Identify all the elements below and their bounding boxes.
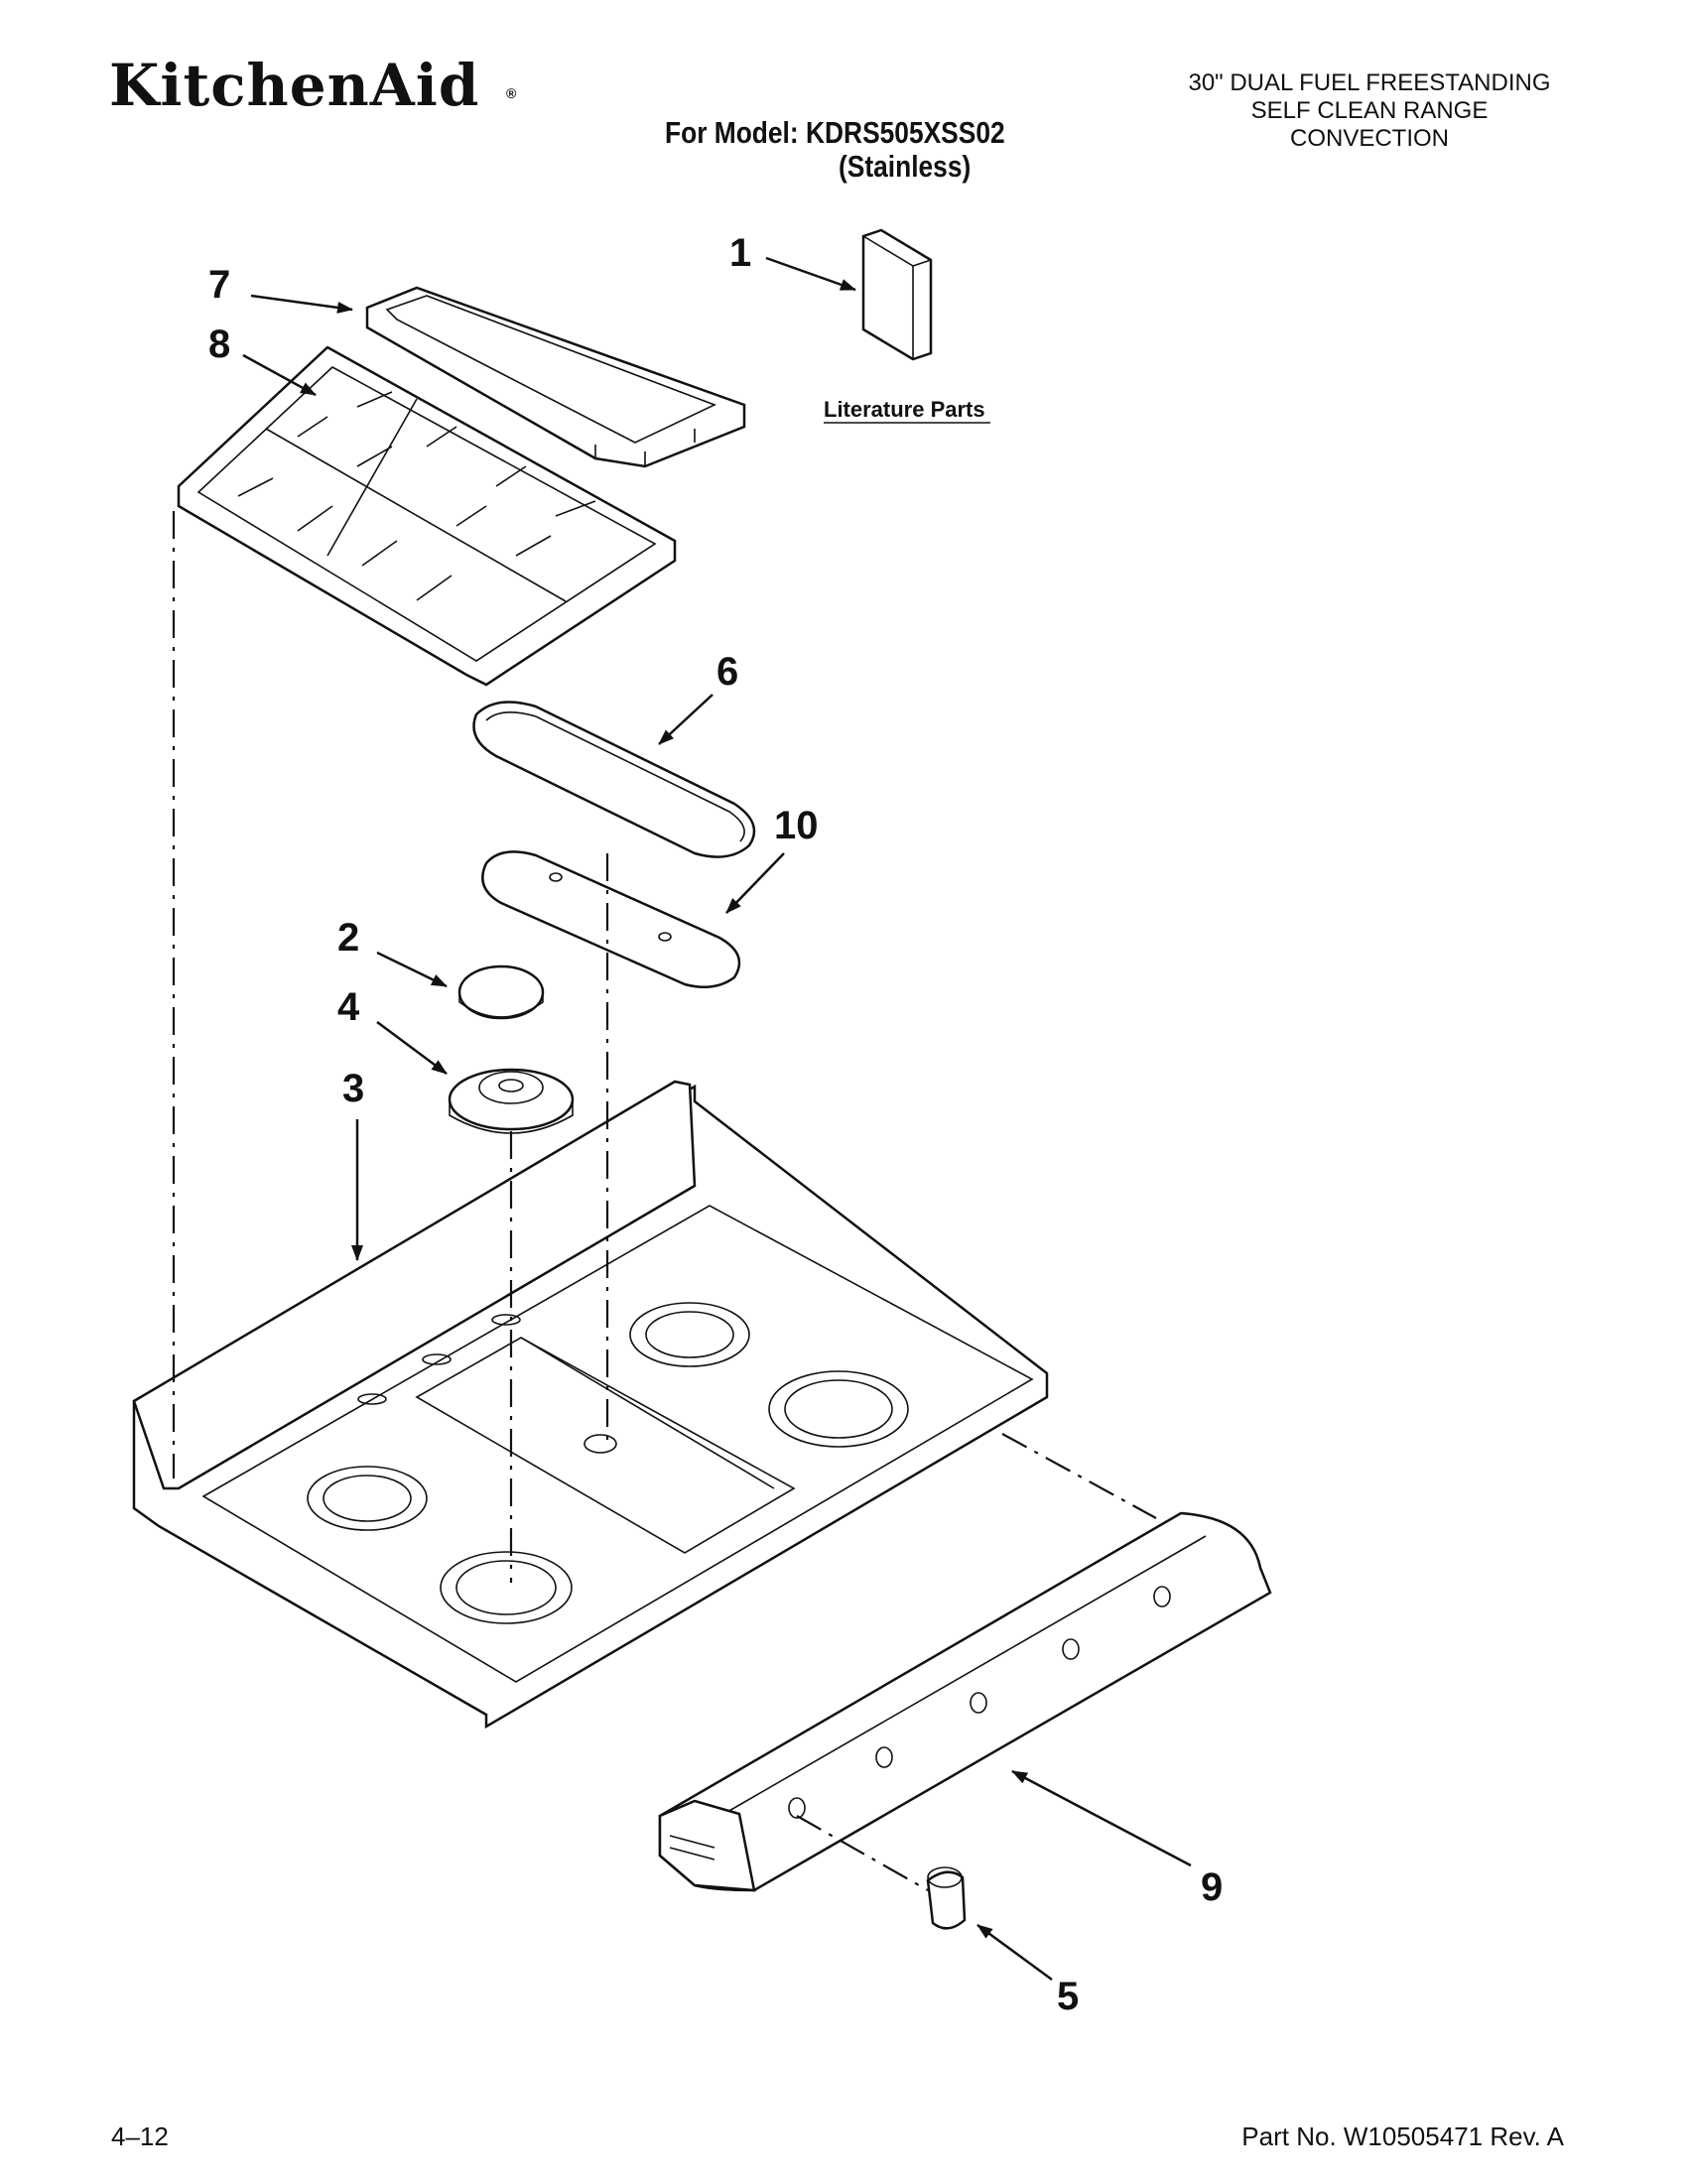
callout-arrow-1: [765, 256, 856, 292]
callout-5: 5: [1057, 1975, 1079, 2018]
burner-base: [448, 1068, 575, 1134]
description-line-3: CONVECTION: [1289, 125, 1449, 152]
part-number: Part No. W10505471 Rev. A: [1241, 2121, 1564, 2151]
callout-9: 9: [1201, 1865, 1223, 1909]
callout-arrow-6: [658, 694, 714, 745]
callout-10: 10: [774, 804, 819, 847]
manifold-panel: [658, 1511, 1272, 1892]
callout-3: 3: [342, 1067, 364, 1110]
griddle: [365, 286, 746, 468]
callout-arrow-8: [242, 353, 317, 397]
cooktop-main-top: [132, 1080, 1049, 1730]
literature-parts-booklet: [861, 228, 933, 361]
center-burner-gasket: [481, 850, 741, 989]
description-line-1: 30" DUAL FUEL FREESTANDING: [1188, 69, 1551, 96]
burner-cap: [457, 964, 545, 1020]
callout-2: 2: [337, 916, 359, 960]
description-line-2: SELF CLEAN RANGE: [1250, 97, 1489, 124]
callout-7: 7: [208, 263, 230, 307]
callout-arrow-7: [250, 294, 353, 314]
callout-8: 8: [208, 322, 230, 366]
callout-4: 4: [337, 985, 360, 1029]
burner-grate: [177, 345, 677, 687]
registered-mark: ®: [506, 85, 517, 101]
literature-parts-label: Literature Parts: [824, 397, 985, 422]
callout-1: 1: [729, 231, 751, 275]
product-description: 30" DUAL FUEL FREESTANDING SELF CLEAN RA…: [1151, 69, 1588, 153]
callout-arrow-4: [376, 1020, 448, 1076]
callout-arrow-9: [1011, 1769, 1192, 1867]
center-burner-cover: [472, 701, 756, 858]
callout-6: 6: [716, 650, 738, 694]
callout-arrow-10: [725, 852, 785, 914]
model-variant: (Stainless): [839, 149, 972, 184]
control-knob: [926, 1866, 967, 1930]
callout-arrow-5: [976, 1923, 1053, 1982]
callout-arrow-2: [376, 951, 448, 988]
page-number: 4–12: [111, 2121, 169, 2151]
assembly-line-knob: [796, 1815, 929, 1891]
model-number: For Model: KDRS505XSS02: [665, 115, 1005, 150]
brand-logo: KitchenAid: [109, 52, 480, 119]
assembly-line-manifold: [1001, 1433, 1157, 1519]
